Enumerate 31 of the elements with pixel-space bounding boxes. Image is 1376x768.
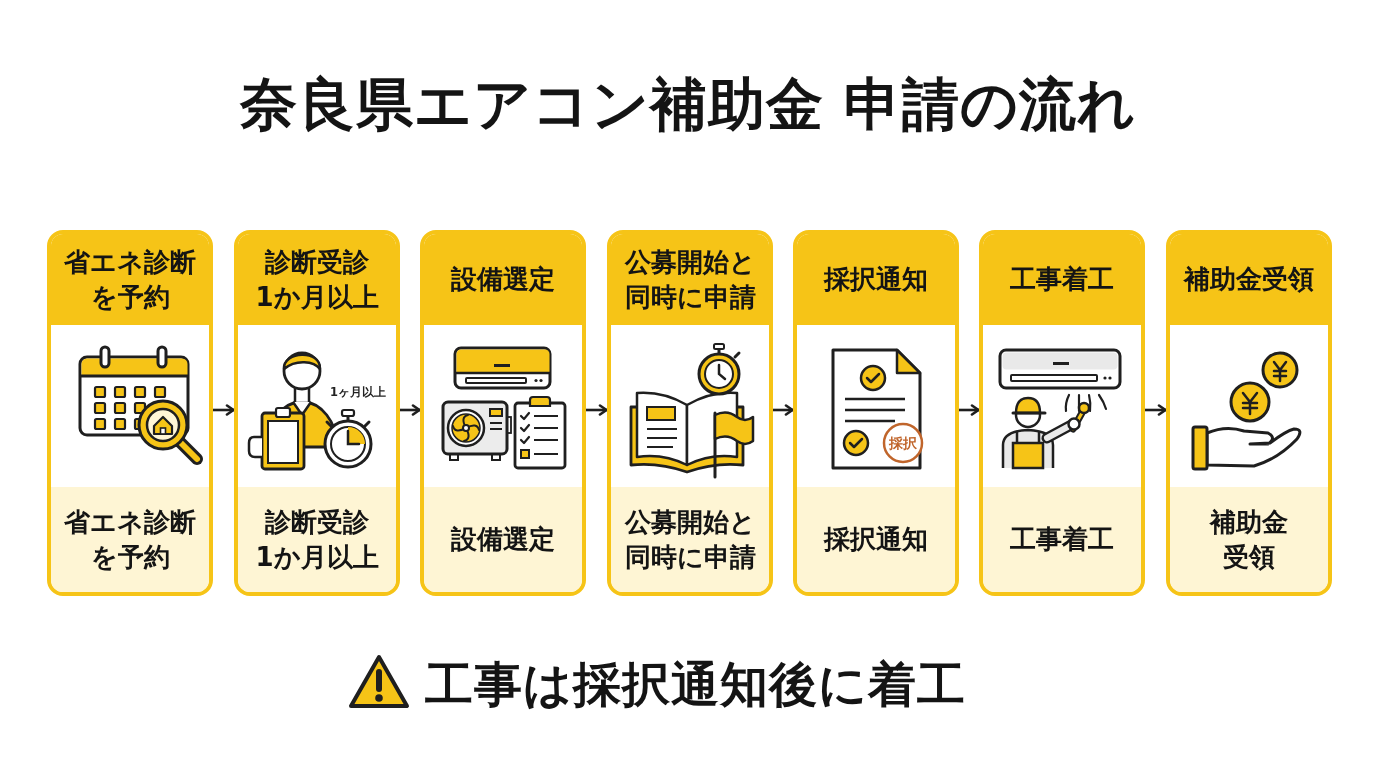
arrow <box>1145 404 1167 416</box>
step-label: 設備選定 <box>424 487 582 592</box>
step-title: 設備選定 <box>424 234 582 325</box>
step-card <box>1166 230 1332 596</box>
step-card <box>47 230 213 596</box>
warning-note: 工事は採択通知後に着工 <box>425 659 966 709</box>
step-title: 公募開始と同時に申請 <box>611 234 769 325</box>
arrow <box>959 404 980 416</box>
step-title: 補助金受領 <box>1170 234 1328 325</box>
step-card <box>234 230 400 596</box>
step-card <box>607 230 773 596</box>
step-card <box>420 230 586 596</box>
step-title: 省エネ診断を予約 <box>51 234 209 325</box>
step-label: 採択通知 <box>797 487 955 592</box>
step-card <box>979 230 1145 596</box>
stamp-text: 採択 <box>889 435 917 451</box>
arrow <box>773 404 794 416</box>
step-title: 診断受診1か月以上 <box>238 234 396 325</box>
time-label: 1ヶ月以上 <box>330 386 386 399</box>
step-card <box>793 230 959 596</box>
step-label: 診断受診1か月以上 <box>238 487 396 592</box>
step-label: 省エネ診断を予約 <box>51 487 209 592</box>
arrow <box>400 404 421 416</box>
step-label: 工事着工 <box>983 487 1141 592</box>
step-label: 公募開始と同時に申請 <box>611 487 769 592</box>
arrow <box>213 404 235 416</box>
title: 奈良県エアコン補助金 申請の流れ <box>239 75 1137 133</box>
arrow <box>586 404 608 416</box>
step-title: 工事着工 <box>983 234 1141 325</box>
step-title: 採択通知 <box>797 234 955 325</box>
step-label: 補助金受領 <box>1170 487 1328 592</box>
